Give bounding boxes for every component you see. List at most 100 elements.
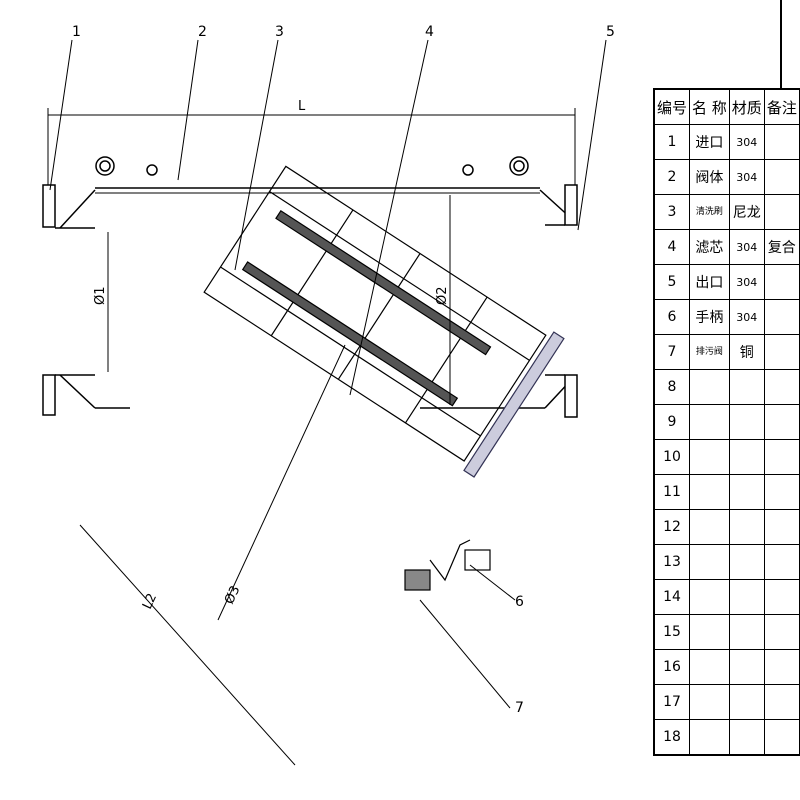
leader-lines xyxy=(49,39,607,709)
cell-note xyxy=(763,159,800,195)
cell-number: 9 xyxy=(653,404,691,440)
cell-note xyxy=(763,194,800,230)
cell-name: 滤芯 xyxy=(689,229,730,265)
callout-6: 6 xyxy=(515,594,524,610)
table-row: 11 xyxy=(653,474,800,510)
cell-number: 14 xyxy=(653,579,691,615)
cell-material xyxy=(728,369,765,405)
cell-name xyxy=(689,369,730,405)
cell-material xyxy=(728,614,765,650)
table-row: 14 xyxy=(653,579,800,615)
cell-name xyxy=(689,684,730,720)
header-number: 编号 xyxy=(653,88,691,125)
cell-name xyxy=(689,614,730,650)
cell-material xyxy=(728,439,765,475)
cell-note xyxy=(763,579,800,615)
table-row: 13 xyxy=(653,544,800,580)
callout-2: 2 xyxy=(198,24,207,40)
cell-number: 8 xyxy=(653,369,691,405)
cell-material xyxy=(728,509,765,545)
cell-material xyxy=(728,579,765,615)
cell-name xyxy=(689,579,730,615)
callout-3: 3 xyxy=(275,24,284,40)
cell-material xyxy=(728,649,765,685)
cell-name xyxy=(689,404,730,440)
cell-material: 304 xyxy=(728,299,765,335)
dimension-lines xyxy=(47,108,576,766)
cell-note xyxy=(763,684,800,720)
cell-material: 304 xyxy=(728,264,765,300)
cell-number: 1 xyxy=(653,124,691,160)
cell-number: 10 xyxy=(653,439,691,475)
cell-number: 15 xyxy=(653,614,691,650)
table-row: 8 xyxy=(653,369,800,405)
cell-material xyxy=(728,719,765,756)
cell-material: 304 xyxy=(728,229,765,265)
cell-note xyxy=(763,264,800,300)
cell-note xyxy=(763,509,800,545)
cell-note xyxy=(763,334,800,370)
cell-note xyxy=(763,404,800,440)
cell-number: 7 xyxy=(653,334,691,370)
cell-number: 18 xyxy=(653,719,691,756)
table-row: 12 xyxy=(653,509,800,545)
cell-number: 13 xyxy=(653,544,691,580)
cell-material xyxy=(728,684,765,720)
cell-name: 进口 xyxy=(689,124,730,160)
cell-note xyxy=(763,299,800,335)
cell-note xyxy=(763,369,800,405)
cell-number: 11 xyxy=(653,474,691,510)
cell-number: 4 xyxy=(653,229,691,265)
callout-7: 7 xyxy=(515,700,524,716)
cell-name: 出口 xyxy=(689,264,730,300)
cell-note xyxy=(763,719,800,756)
cell-note xyxy=(763,439,800,475)
valve-body xyxy=(42,156,578,418)
cell-name xyxy=(689,439,730,475)
dim-d2: Ø2 xyxy=(435,286,450,305)
cell-material: 304 xyxy=(728,159,765,195)
cell-note xyxy=(763,649,800,685)
cell-name: 阀体 xyxy=(689,159,730,195)
cell-note xyxy=(763,124,800,160)
header-material: 材质 xyxy=(728,88,765,125)
header-name: 名 称 xyxy=(689,88,730,125)
callout-4: 4 xyxy=(425,24,434,40)
cell-material xyxy=(728,544,765,580)
cell-name: 清洗刷 xyxy=(689,194,730,230)
table-row: 18 xyxy=(653,719,800,756)
handle xyxy=(404,539,491,591)
cell-number: 6 xyxy=(653,299,691,335)
cell-number: 5 xyxy=(653,264,691,300)
callout-5: 5 xyxy=(606,24,615,40)
dim-d3: Ø3 xyxy=(222,584,243,607)
header-note: 备注 xyxy=(763,88,800,125)
table-row: 9 xyxy=(653,404,800,440)
table-row: 17 xyxy=(653,684,800,720)
frame-line xyxy=(780,0,782,88)
cell-note xyxy=(763,614,800,650)
cell-material: 铜 xyxy=(728,334,765,370)
callout-1: 1 xyxy=(72,24,81,40)
parts-table-header: 编号 名 称 材质 备注 xyxy=(653,88,800,125)
table-row: 15 xyxy=(653,614,800,650)
table-row: 16 xyxy=(653,649,800,685)
cell-number: 16 xyxy=(653,649,691,685)
cell-note xyxy=(763,474,800,510)
cell-note xyxy=(763,544,800,580)
dim-L2: L2 xyxy=(140,591,160,611)
cell-name: 排污阀 xyxy=(689,334,730,370)
cell-number: 2 xyxy=(653,159,691,195)
strainer-basket xyxy=(203,165,565,478)
cell-name xyxy=(689,544,730,580)
cell-material xyxy=(728,474,765,510)
cell-number: 12 xyxy=(653,509,691,545)
cell-note: 复合 xyxy=(763,229,800,265)
cell-name xyxy=(689,719,730,756)
